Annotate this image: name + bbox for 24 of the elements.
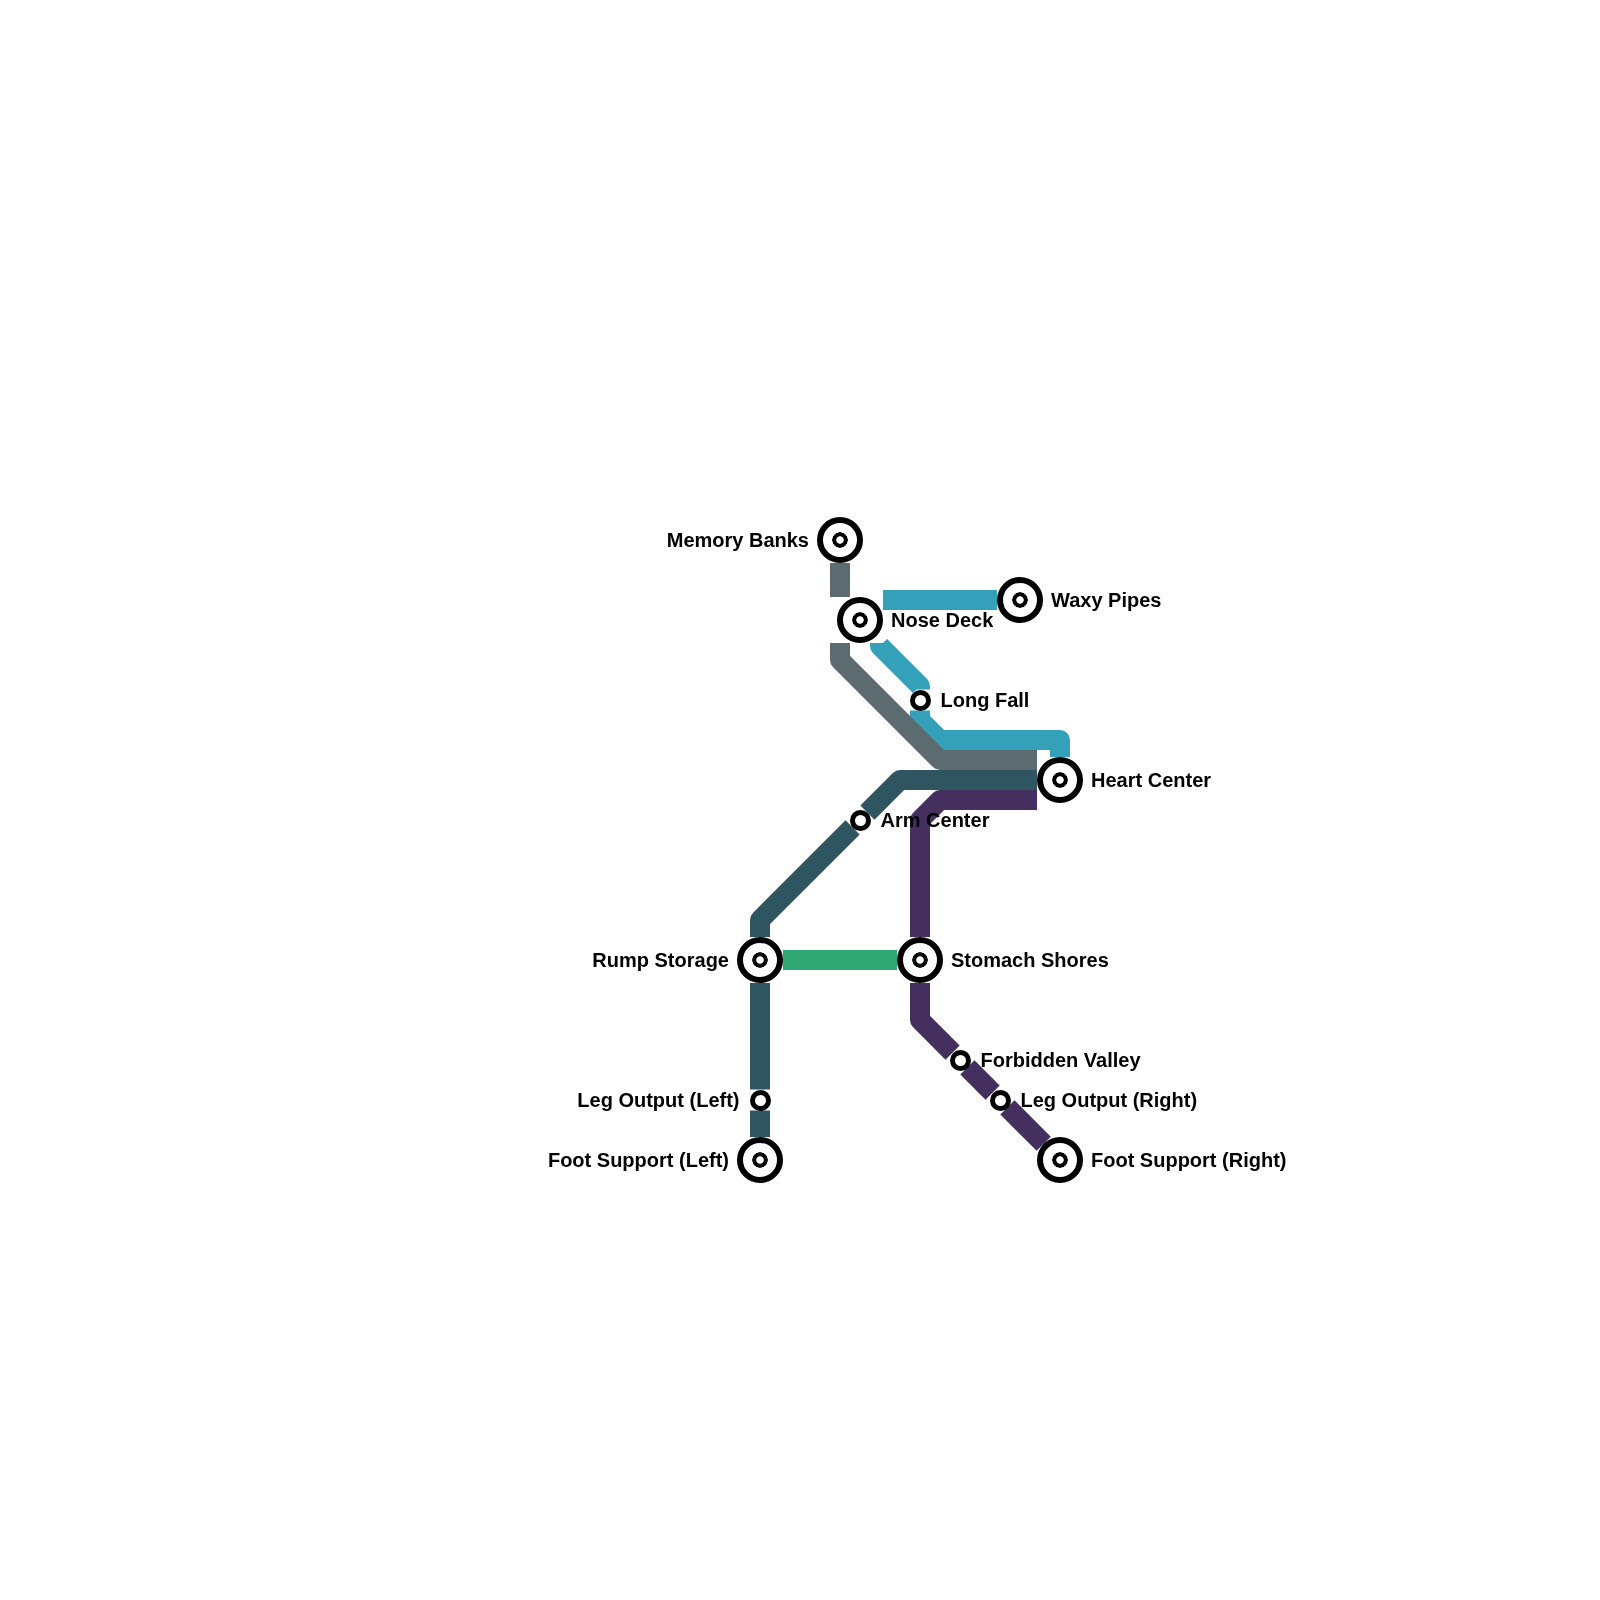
transit-line [910, 983, 960, 1060]
station-label: Long Fall [940, 688, 1030, 712]
transit-line [830, 563, 850, 597]
transit-line [750, 983, 770, 1090]
station-label: Forbidden Valley [980, 1048, 1141, 1072]
station-label: Leg Output (Right) [1020, 1088, 1198, 1112]
station-label: Stomach Shores [951, 948, 1109, 972]
transit-line [883, 590, 997, 610]
station-label: Rump Storage [592, 948, 729, 972]
transit-line [910, 710, 1070, 757]
transit-line [830, 643, 1037, 770]
transit-line [910, 790, 1037, 937]
transit-line [783, 950, 897, 970]
station-label: Foot Support (Left) [547, 1148, 729, 1172]
transit-line [960, 1060, 1000, 1100]
station-label: Heart Center [1091, 768, 1212, 792]
transit-line [1000, 1100, 1051, 1151]
transit-line [750, 820, 860, 937]
station-label: Memory Banks [666, 528, 809, 552]
transit-line [750, 1110, 770, 1137]
station-label: Leg Output (Left) [577, 1088, 740, 1112]
station-label: Waxy Pipes [1051, 588, 1162, 612]
station-label: Foot Support (Right) [1091, 1148, 1287, 1172]
station-label: Nose Deck [891, 608, 994, 632]
